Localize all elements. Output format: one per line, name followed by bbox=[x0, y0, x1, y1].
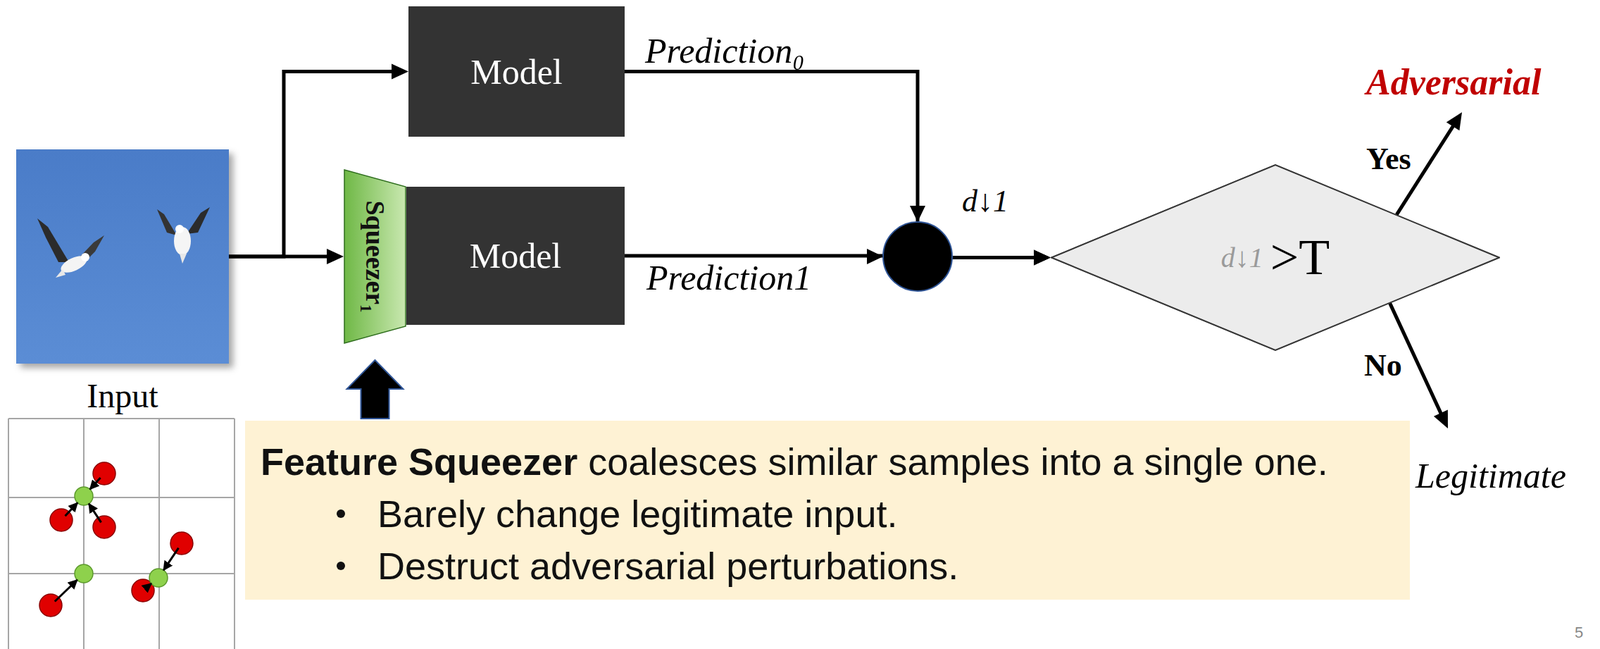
condition-var: d↓1 bbox=[1221, 240, 1264, 274]
edge-label-text: Yes bbox=[1366, 141, 1412, 177]
bullet-text: Destruct adversarial perturbations. bbox=[377, 544, 959, 587]
outcome-text: Adversarial bbox=[1366, 61, 1541, 103]
edge-label: Yes bbox=[1366, 142, 1412, 177]
outcome-text: Legitimate bbox=[1415, 455, 1567, 496]
callout-heading: Feature Squeezer bbox=[260, 440, 578, 483]
edge-label-text: Prediction1 bbox=[646, 257, 812, 298]
bullet-line: Barely change legitimate input. bbox=[260, 487, 1410, 540]
connector-line bbox=[624, 71, 1043, 258]
block-arrow bbox=[347, 359, 404, 419]
callout-text: coalesces similar samples into a single … bbox=[588, 440, 1329, 483]
distance-label: d↓1 bbox=[961, 184, 1009, 219]
bullet-text: Barely change legitimate input. bbox=[377, 492, 898, 535]
edge-label-text: No bbox=[1364, 347, 1403, 383]
callout-box: Feature Squeezercoalesces similar sample… bbox=[245, 420, 1410, 600]
edge-label: Prediction1 bbox=[646, 258, 812, 298]
arrowhead bbox=[909, 205, 926, 222]
edge-label: No bbox=[1364, 348, 1403, 383]
connector bbox=[228, 248, 344, 265]
model-box: Model bbox=[406, 186, 625, 325]
outcome-label: Legitimate bbox=[1415, 456, 1567, 496]
diamond-text: d↓1>T bbox=[1050, 164, 1500, 351]
input-photo bbox=[16, 149, 229, 364]
callout-line: Feature Squeezercoalesces similar sample… bbox=[260, 435, 1410, 488]
page-number: 5 bbox=[1574, 623, 1584, 641]
cluster-illustration bbox=[8, 418, 235, 649]
caption-text: Input bbox=[86, 376, 158, 415]
squeezer-text: Squeezer₁ bbox=[360, 200, 391, 312]
squeezer-block: Squeezer₁ bbox=[343, 169, 407, 344]
box-text: Model bbox=[470, 51, 563, 93]
decision-diamond: d↓1>T bbox=[1050, 164, 1500, 351]
edge-label-text: Prediction₀ bbox=[645, 30, 805, 71]
distance-label-text: d↓1 bbox=[961, 183, 1009, 219]
arrowhead bbox=[866, 248, 884, 265]
connector bbox=[624, 71, 1051, 266]
rotated-label: Squeezer₁ bbox=[361, 200, 389, 312]
page-number-text: 5 bbox=[1574, 623, 1584, 641]
condition-text: >T bbox=[1270, 228, 1331, 287]
input-image: Input bbox=[16, 149, 229, 412]
bullet-line: Destruct adversarial perturbations. bbox=[260, 539, 1410, 592]
model-box: Model bbox=[408, 6, 625, 137]
squeeze-arrows bbox=[54, 477, 179, 602]
bullet-dot bbox=[336, 561, 346, 570]
edge-label: Prediction₀ bbox=[645, 31, 805, 71]
connector-line bbox=[624, 255, 1043, 258]
sample-dots bbox=[39, 461, 193, 617]
connector-line bbox=[228, 254, 336, 259]
outcome-label: Adversarial bbox=[1366, 61, 1541, 103]
connector bbox=[347, 359, 404, 419]
bullet-dot bbox=[336, 509, 346, 518]
box-text: Model bbox=[469, 235, 562, 277]
merge-circle bbox=[883, 221, 953, 291]
input-caption: Input bbox=[16, 377, 229, 415]
birds-illustration bbox=[16, 149, 229, 364]
